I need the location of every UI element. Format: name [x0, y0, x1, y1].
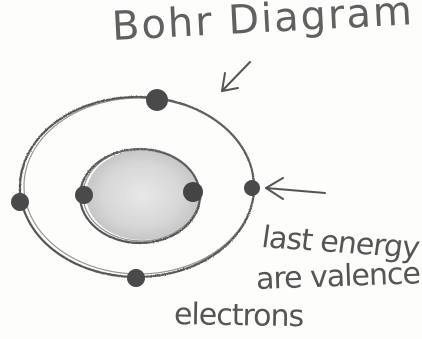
electron — [75, 186, 93, 204]
electron — [11, 193, 29, 211]
valence-note-line-3: electrons — [174, 297, 304, 334]
nucleus — [86, 150, 198, 240]
valence-note-line-2: are valence — [255, 256, 420, 297]
title-arrow — [222, 62, 250, 91]
valence-arrow — [266, 178, 325, 199]
electron — [183, 182, 203, 202]
electron — [127, 269, 145, 287]
electron — [244, 180, 260, 196]
electron — [146, 89, 168, 111]
